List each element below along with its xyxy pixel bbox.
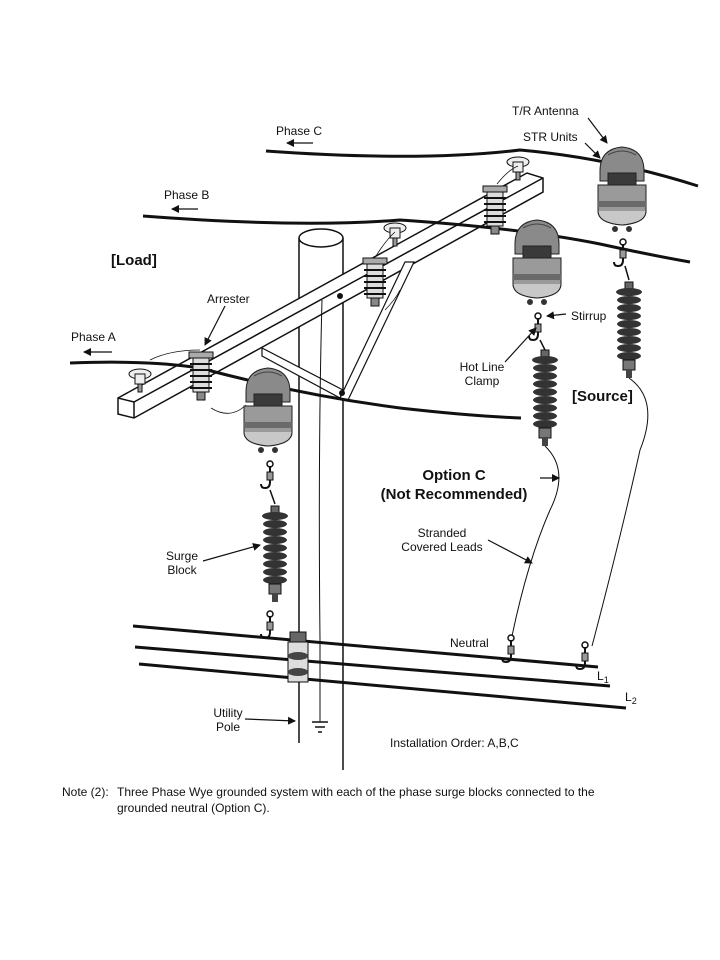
clamp-a (260, 460, 274, 489)
label-phase-a: Phase A (71, 330, 116, 344)
label-l1-sub: 1 (603, 675, 609, 685)
label-arrester: Arrester (207, 292, 250, 306)
clamp-b (528, 312, 542, 341)
note-prefix: Note (2): (62, 785, 109, 799)
label-l2-sub: 2 (631, 696, 637, 706)
arrow-hot-line-clamp (504, 327, 537, 363)
label-option-c: Option C (Not Recommended) (368, 466, 540, 504)
arrow-arrester (204, 305, 226, 346)
arrester-a (188, 351, 214, 401)
label-option-c-line1: Option C (422, 467, 486, 484)
secondary-conductors (132, 624, 627, 710)
note: Note (2): Three Phase Wye grounded syste… (62, 784, 662, 816)
surge-block-a (261, 505, 289, 603)
label-utility-pole-line2: Pole (215, 720, 241, 734)
str-unit-c (597, 146, 647, 233)
label-stranded-line2: Covered Leads (401, 540, 483, 554)
note-row: Note (2): Three Phase Wye grounded syste… (62, 784, 662, 816)
label-l1: L1 (597, 669, 609, 687)
label-l1-letter: L (597, 669, 604, 683)
label-utility-pole: Utility Pole (200, 706, 256, 734)
phase-b-conductor (142, 214, 691, 264)
label-stranded-covered-leads: Stranded Covered Leads (388, 526, 496, 554)
arrow-str-units (584, 142, 601, 159)
label-utility-pole-line1: Utility (213, 706, 243, 720)
label-option-c-line2: (Not Recommended) (380, 486, 528, 503)
label-stirrup: Stirrup (571, 309, 607, 323)
clamp-c (613, 238, 627, 267)
surge-block-c (615, 281, 643, 379)
neutral-conductor (132, 624, 599, 669)
l2-conductor (138, 662, 627, 710)
str-unit-a (243, 367, 293, 454)
neutral-clamp-a (260, 610, 274, 639)
arrow-surge-block (202, 543, 261, 562)
neutral-bracket (287, 631, 309, 683)
arrow-stirrup (546, 311, 567, 320)
str-unit-b (512, 219, 562, 306)
label-tr-antenna: T/R Antenna (512, 104, 579, 118)
label-phase-b: Phase B (164, 188, 210, 202)
pointer-arrows (83, 117, 608, 725)
label-str-units: STR Units (523, 130, 578, 144)
label-surge-block-line2: Block (167, 563, 197, 577)
label-surge-block: Surge Block (158, 549, 206, 577)
label-source: [Source] (572, 388, 633, 405)
label-load: [Load] (111, 252, 157, 269)
surge-block-b (531, 349, 559, 447)
arrow-utility-pole (244, 716, 296, 725)
stranded-covered-leads (511, 377, 649, 647)
label-surge-block-line1: Surge (165, 549, 199, 563)
label-installation-order: Installation Order: A,B,C (390, 736, 519, 750)
label-stranded-line1: Stranded (417, 526, 467, 540)
crossarm (117, 172, 544, 419)
label-l2-letter: L (625, 690, 632, 704)
l1-conductor (134, 645, 611, 688)
note-line2: grounded neutral (Option C). (117, 801, 270, 815)
arrester-b (362, 257, 388, 307)
label-hot-line-clamp-line1: Hot Line (459, 360, 505, 374)
phase-a-conductor (69, 360, 522, 420)
ground-wire (312, 299, 328, 733)
arrow-tr-antenna (587, 117, 608, 144)
note-line1: Three Phase Wye grounded system with eac… (117, 785, 595, 799)
label-hot-line-clamp: Hot Line Clamp (452, 360, 512, 388)
label-hot-line-clamp-line2: Clamp (464, 374, 500, 388)
label-neutral: Neutral (450, 636, 489, 650)
label-phase-c: Phase C (276, 124, 323, 138)
note-body: Three Phase Wye grounded system with eac… (117, 784, 595, 816)
label-l2: L2 (625, 690, 637, 708)
arrow-stranded-leads (487, 539, 533, 564)
